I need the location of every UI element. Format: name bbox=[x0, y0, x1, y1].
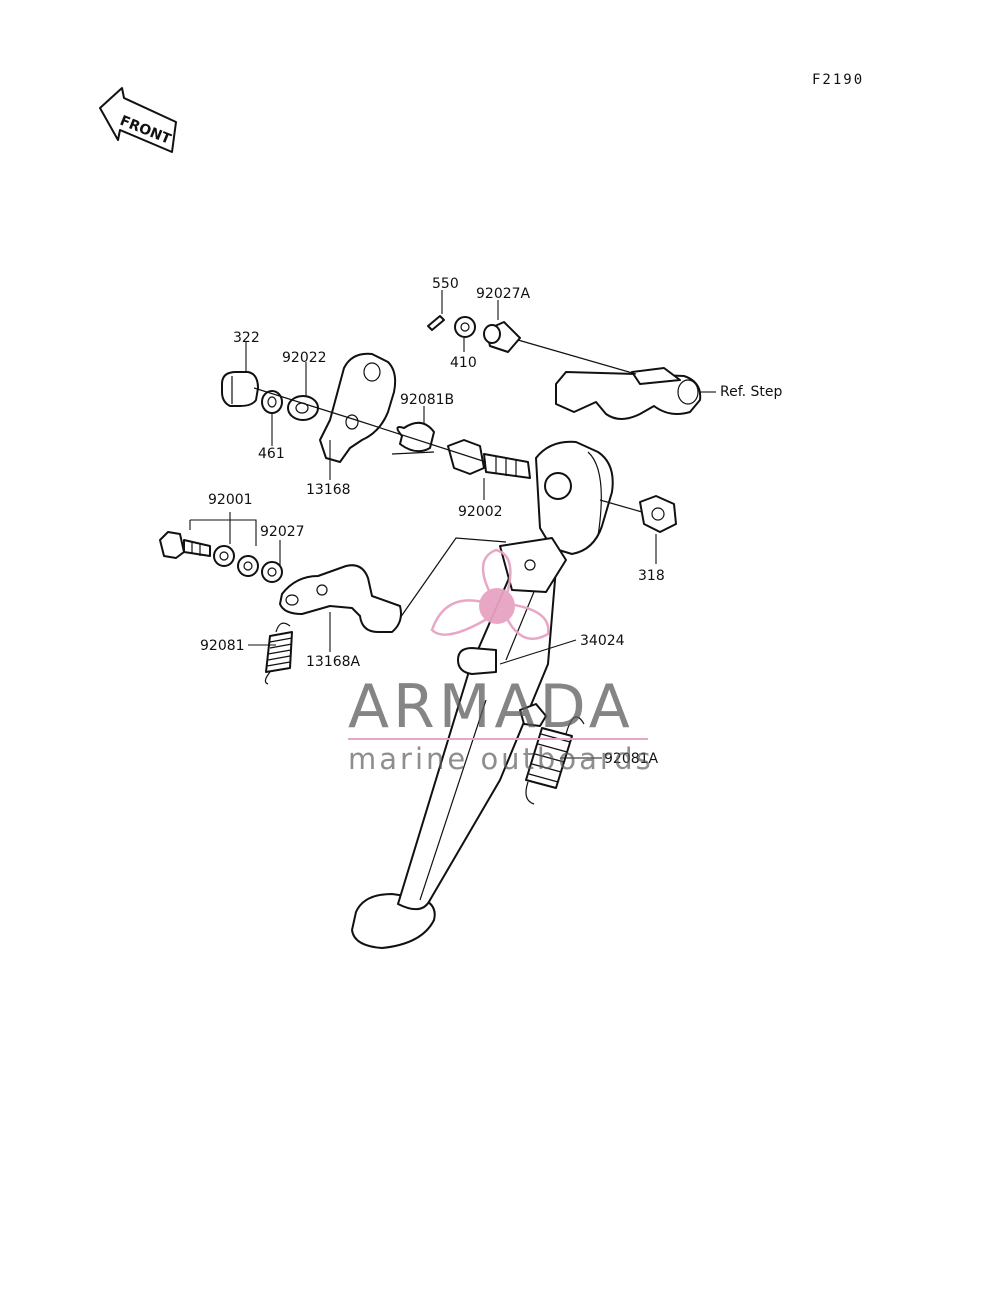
label-92081A: 92081A bbox=[604, 751, 659, 767]
bolt-92001 bbox=[159, 531, 211, 559]
step-bracket-ref bbox=[555, 367, 702, 420]
collar-92027 bbox=[261, 561, 283, 583]
washer-92001-a bbox=[213, 545, 235, 567]
spring-92081 bbox=[264, 622, 293, 685]
label-92001: 92001 bbox=[208, 492, 253, 508]
watermark-title: ARMADA bbox=[348, 672, 634, 742]
bolt-92002 bbox=[447, 439, 531, 479]
label-461: 461 bbox=[258, 446, 285, 462]
label-13168A: 13168A bbox=[306, 654, 361, 670]
label-550: 550 bbox=[432, 276, 459, 292]
collar-92027A bbox=[483, 321, 521, 353]
leader-lines bbox=[189, 290, 716, 759]
label-ref-step: Ref. Step bbox=[720, 384, 783, 400]
label-92022: 92022 bbox=[282, 350, 327, 366]
label-92027A: 92027A bbox=[476, 286, 531, 302]
washer-461 bbox=[261, 390, 283, 414]
label-92081B: 92081B bbox=[400, 392, 454, 408]
watermark-underline bbox=[348, 738, 648, 740]
nut-318 bbox=[639, 495, 677, 533]
plate-13168 bbox=[319, 352, 397, 463]
label-13168: 13168 bbox=[306, 482, 351, 498]
washer-92001-b bbox=[237, 555, 259, 577]
watermark: ARMADA marine outboards bbox=[348, 548, 654, 776]
label-92002: 92002 bbox=[458, 504, 503, 520]
washer-410 bbox=[454, 316, 476, 338]
label-322: 322 bbox=[233, 330, 260, 346]
label-92081: 92081 bbox=[200, 638, 245, 654]
label-34024: 34024 bbox=[580, 633, 625, 649]
pin-550 bbox=[427, 315, 445, 331]
front-arrow-icon: FRONT bbox=[99, 87, 177, 153]
label-318: 318 bbox=[638, 568, 665, 584]
propeller-logo-icon bbox=[430, 548, 550, 640]
label-92027: 92027 bbox=[260, 524, 305, 540]
cap-nut-322 bbox=[221, 371, 259, 407]
label-410: 410 bbox=[450, 355, 477, 371]
watermark-subtitle: marine outboards bbox=[348, 742, 654, 776]
figure-code: F2190 bbox=[812, 72, 864, 88]
lever-13168A bbox=[279, 564, 402, 633]
